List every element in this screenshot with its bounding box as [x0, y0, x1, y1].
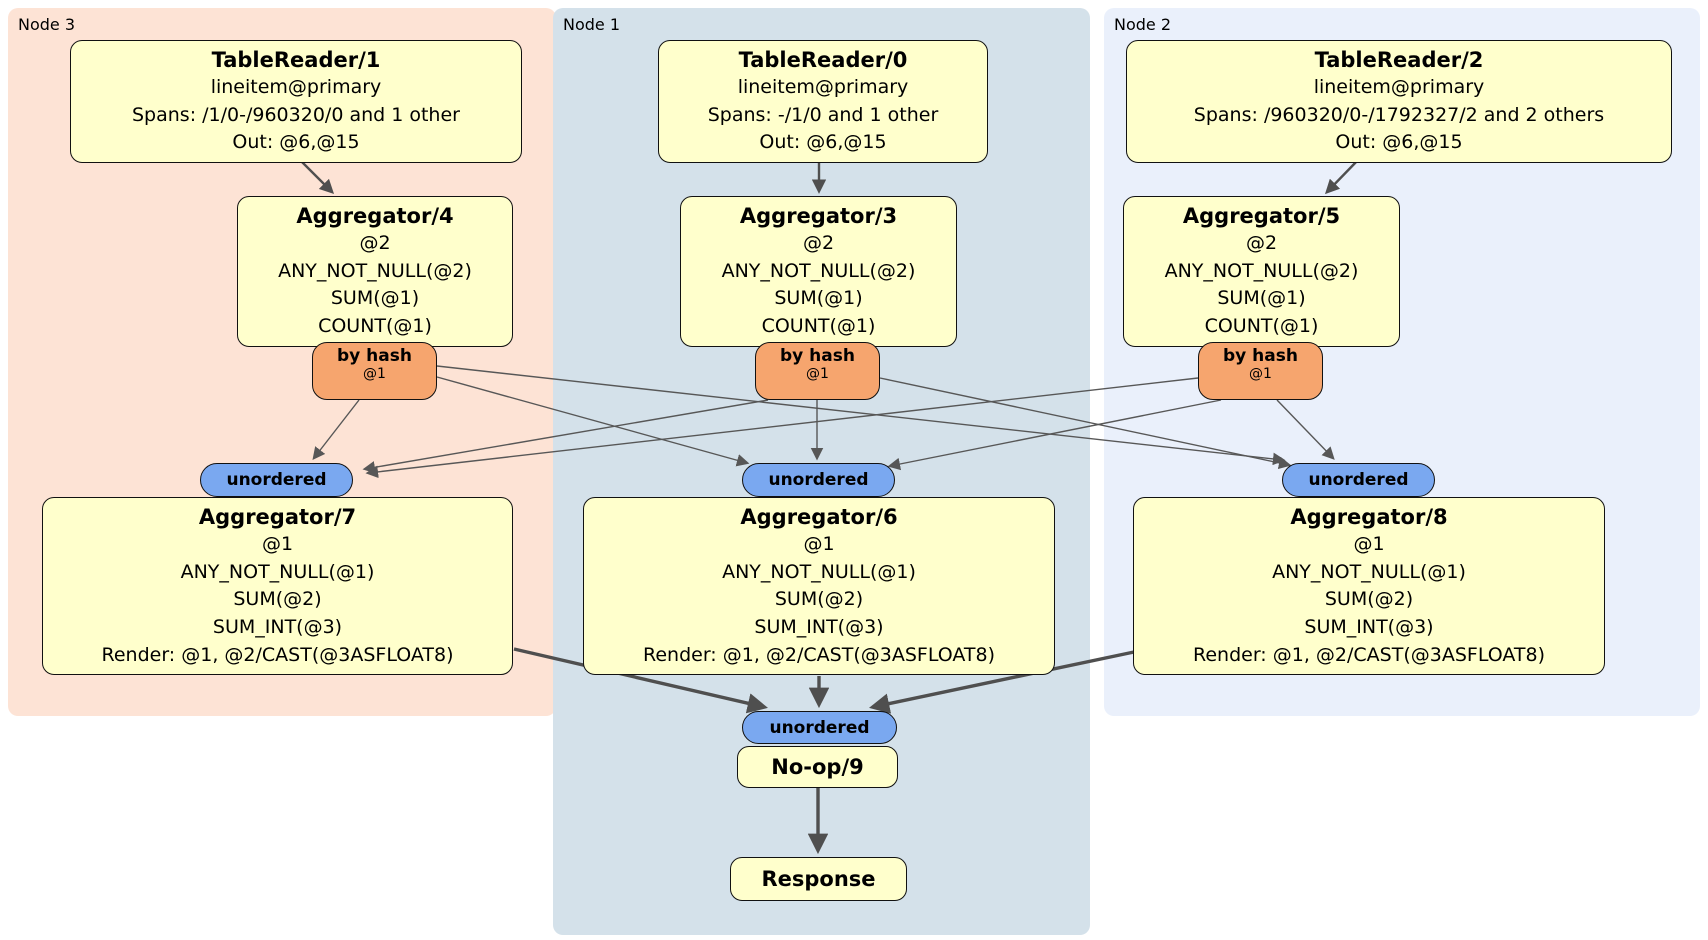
- tablereader-0-node: TableReader/0 lineitem@primary Spans: -/…: [658, 40, 988, 163]
- node-title: Response: [761, 866, 876, 891]
- unordered-sync-final: unordered: [742, 711, 897, 744]
- node-attr-line: lineitem@primary: [737, 76, 909, 99]
- region-label-node-3: Node 3: [18, 15, 76, 34]
- aggregator-5-node: Aggregator/5 @2 ANY_NOT_NULL(@2) SUM(@1)…: [1123, 196, 1400, 347]
- node-attr-line: SUM_INT(@3): [1304, 615, 1434, 638]
- node-attr-line: Render: @1, @2/CAST(@3ASFLOAT8): [101, 643, 454, 666]
- router-detail: @1: [1249, 366, 1272, 383]
- aggregator-7-node: Aggregator/7 @1 ANY_NOT_NULL(@1) SUM(@2)…: [42, 497, 513, 676]
- node-attr-line: COUNT(@1): [1204, 314, 1319, 337]
- node-attr-line: ANY_NOT_NULL(@2): [1164, 259, 1359, 282]
- node-attr-line: ANY_NOT_NULL(@2): [278, 259, 472, 282]
- tablereader-2-node: TableReader/2 lineitem@primary Spans: /9…: [1126, 40, 1672, 163]
- sync-label: unordered: [768, 470, 869, 490]
- sync-label: unordered: [769, 717, 870, 738]
- node-title: Aggregator/5: [1182, 204, 1341, 228]
- node-attr-line: SUM(@2): [233, 588, 322, 611]
- node-attr-line: ANY_NOT_NULL(@1): [180, 560, 375, 583]
- node-title: TableReader/0: [738, 48, 908, 72]
- hash-router-4: by hash @1: [312, 342, 437, 400]
- aggregator-4-node: Aggregator/4 @2 ANY_NOT_NULL(@2) SUM(@1)…: [237, 196, 513, 347]
- unordered-sync-left: unordered: [200, 463, 353, 497]
- router-label: by hash: [780, 346, 855, 366]
- node-attr-line: @2: [802, 232, 835, 255]
- response-node: Response: [730, 857, 907, 901]
- node-attr-line: lineitem@primary: [1313, 76, 1485, 99]
- sync-label: unordered: [226, 470, 327, 490]
- node-attr-line: SUM_INT(@3): [212, 615, 343, 638]
- node-title: TableReader/2: [1314, 48, 1484, 72]
- aggregator-8-node: Aggregator/8 @1 ANY_NOT_NULL(@1) SUM(@2)…: [1133, 497, 1605, 676]
- hash-router-3: by hash @1: [755, 342, 880, 400]
- node-attr-line: Spans: /960320/0-/1792327/2 and 2 others: [1193, 103, 1605, 126]
- node-attr-line: Render: @1, @2/CAST(@3ASFLOAT8): [643, 643, 995, 666]
- unordered-sync-center: unordered: [742, 463, 895, 497]
- node-title: Aggregator/8: [1290, 505, 1448, 529]
- node-attr-line: SUM_INT(@3): [754, 615, 884, 638]
- node-attr-line: @1: [803, 533, 835, 556]
- node-attr-line: ANY_NOT_NULL(@1): [1272, 560, 1466, 583]
- node-attr-line: @1: [261, 533, 294, 556]
- node-title: TableReader/1: [211, 48, 381, 72]
- node-attr-line: @2: [359, 232, 391, 255]
- router-detail: @1: [806, 366, 829, 383]
- aggregator-3-node: Aggregator/3 @2 ANY_NOT_NULL(@2) SUM(@1)…: [680, 196, 957, 347]
- router-label: by hash: [337, 346, 412, 366]
- node-attr-line: SUM(@1): [330, 287, 420, 310]
- node-attr-line: SUM(@2): [1324, 588, 1414, 611]
- region-label-node-1: Node 1: [563, 15, 621, 34]
- node-attr-line: SUM(@2): [774, 588, 864, 611]
- node-attr-line: ANY_NOT_NULL(@1): [722, 560, 916, 583]
- node-title: Aggregator/4: [296, 204, 454, 228]
- node-attr-line: @2: [1245, 232, 1278, 255]
- node-attr-line: SUM(@1): [774, 287, 863, 310]
- node-title: Aggregator/3: [739, 204, 898, 228]
- node-attr-line: Out: @6,@15: [232, 131, 360, 154]
- node-title: Aggregator/7: [198, 505, 357, 529]
- router-label: by hash: [1223, 346, 1298, 366]
- node-attr-line: COUNT(@1): [761, 314, 876, 337]
- node-attr-line: lineitem@primary: [210, 76, 382, 99]
- hash-router-5: by hash @1: [1198, 342, 1323, 400]
- node-attr-line: Render: @1, @2/CAST(@3ASFLOAT8): [1193, 643, 1545, 666]
- unordered-sync-right: unordered: [1282, 463, 1435, 497]
- node-attr-line: Out: @6,@15: [759, 131, 887, 154]
- node-attr-line: ANY_NOT_NULL(@2): [721, 259, 916, 282]
- router-detail: @1: [363, 366, 386, 383]
- node-attr-line: @1: [1353, 533, 1385, 556]
- aggregator-6-node: Aggregator/6 @1 ANY_NOT_NULL(@1) SUM(@2)…: [583, 497, 1055, 676]
- node-attr-line: SUM(@1): [1217, 287, 1306, 310]
- node-attr-line: Spans: -/1/0 and 1 other: [707, 103, 939, 126]
- node-title: No-op/9: [771, 754, 864, 779]
- node-attr-line: Out: @6,@15: [1335, 131, 1463, 154]
- region-label-node-2: Node 2: [1114, 15, 1172, 34]
- node-attr-line: COUNT(@1): [318, 314, 432, 337]
- tablereader-1-node: TableReader/1 lineitem@primary Spans: /1…: [70, 40, 522, 163]
- node-attr-line: Spans: /1/0-/960320/0 and 1 other: [132, 103, 460, 126]
- node-title: Aggregator/6: [740, 505, 898, 529]
- noop-node: No-op/9: [737, 746, 898, 788]
- sync-label: unordered: [1308, 470, 1409, 490]
